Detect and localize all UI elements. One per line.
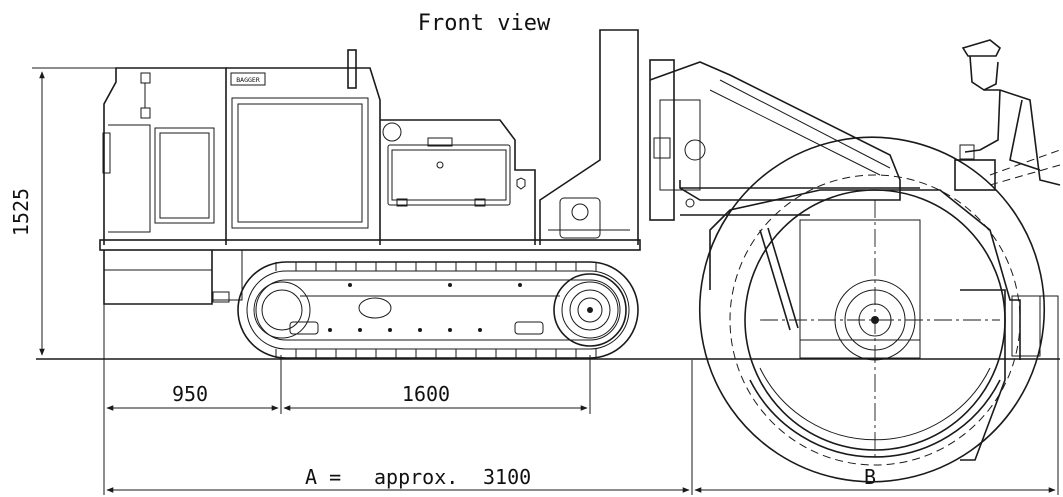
teeth-arc	[749, 379, 1001, 458]
operator-figure	[954, 39, 1061, 191]
front-overhang-label: 950	[172, 382, 208, 406]
brand-plate	[230, 72, 266, 86]
track-assembly	[237, 261, 639, 359]
wheel-disc	[698, 136, 1046, 483]
control-box	[954, 159, 996, 191]
idler-wheel	[253, 281, 311, 339]
length-b-label: B	[864, 465, 876, 489]
scraper-arm	[759, 229, 791, 331]
brand-plate-text: BAGGER	[236, 76, 260, 84]
track-outer	[237, 261, 639, 359]
mast	[539, 29, 639, 245]
side-plate	[960, 289, 1006, 461]
length-a-value: 3100	[483, 465, 531, 489]
length-a-approx: approx.	[374, 465, 458, 489]
height-dimension: 1525	[9, 67, 120, 356]
light-bulb	[382, 122, 402, 142]
cab	[226, 67, 381, 245]
boom-assembly	[539, 29, 920, 245]
exhaust-stack	[347, 49, 357, 89]
height-label: 1525	[9, 188, 33, 236]
horizontal-dimensions: 950 1600 A = approx. 3100 B	[103, 300, 1059, 495]
operator-cap	[961, 39, 1002, 57]
hydraulic-column	[649, 59, 675, 221]
drive-sprocket	[553, 273, 627, 347]
boom-arm	[649, 61, 901, 201]
machine-body: BAGGER	[99, 49, 641, 305]
length-a-prefix: A =	[305, 465, 341, 489]
engine-hood	[103, 67, 227, 245]
cutting-wheel	[698, 136, 1059, 483]
engine-compartment	[380, 119, 536, 245]
track-length-label: 1600	[402, 382, 450, 406]
wheel-cover	[709, 189, 1021, 360]
view-title: Front view	[418, 11, 551, 36]
